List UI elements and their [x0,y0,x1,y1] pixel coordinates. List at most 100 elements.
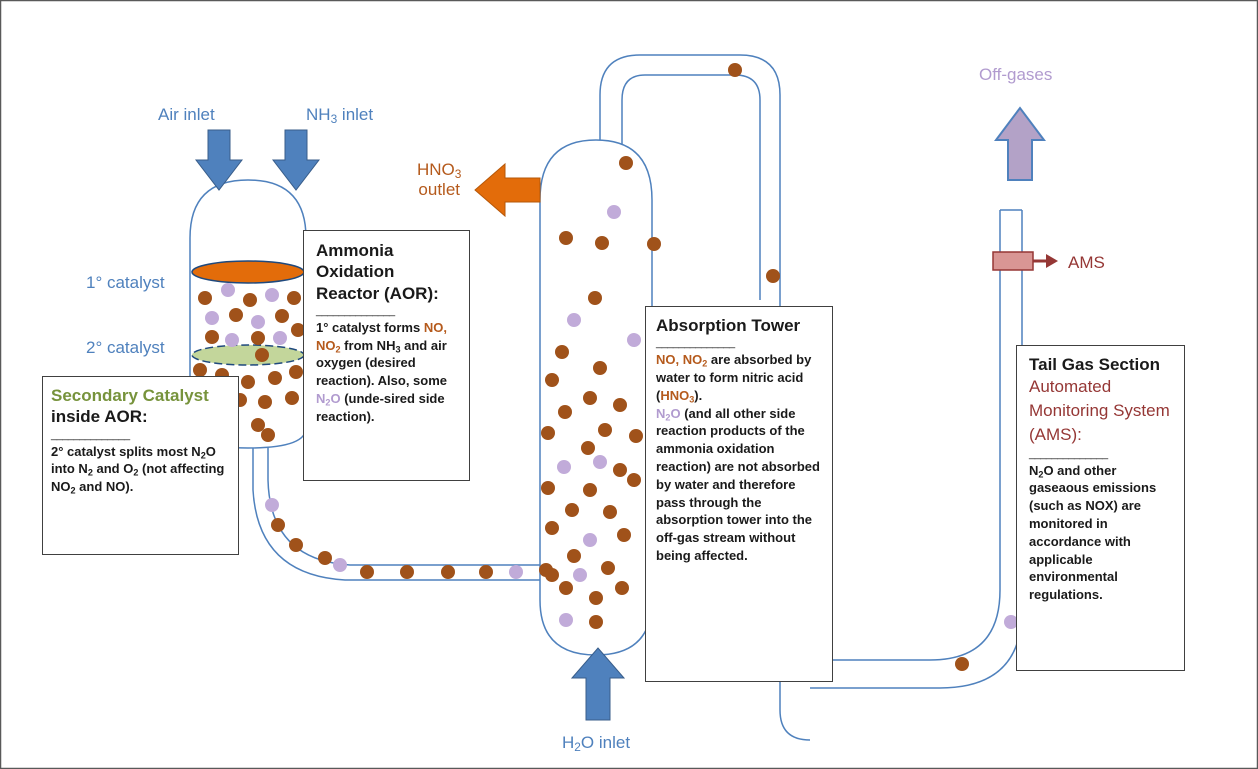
n2o-molecule-dot [265,288,279,302]
n2o-molecule-dot [221,283,235,297]
no-molecule-dot [243,293,257,307]
n2o-molecule-dot [265,498,279,512]
n2o-molecule-dot [607,205,621,219]
no-molecule-dot [275,309,289,323]
no-molecule-dot [268,371,282,385]
primary-catalyst-label: 1° catalyst [86,273,165,292]
nh3-inlet-label: NH3 inlet [306,105,374,126]
ams-label: AMS [1068,253,1105,272]
no-molecule-dot [589,615,603,629]
n2o-molecule-dot [559,613,573,627]
n2o-molecule-dot [333,558,347,572]
air-inlet-label: Air inlet [158,105,215,124]
tailgas-box-subtitle: Automated Monitoring System (AMS): [1029,377,1170,444]
secondary-catalyst-bed [191,344,305,366]
n2o-molecule-dot [251,315,265,329]
no-molecule-dot [545,568,559,582]
no-molecule-dot [229,308,243,322]
no-molecule-dot [251,331,265,345]
n2o-molecule-dot [567,313,581,327]
no-molecule-dot [583,483,597,497]
no-molecule-dot [479,565,493,579]
tail-gas-pipe-inner [810,210,1023,689]
n2o-molecule-dot [509,565,523,579]
n2o-molecule-dot [583,533,597,547]
secondary-catalyst-label: 2° catalyst [86,338,165,357]
aor-info-box: Ammonia Oxidation Reactor (AOR): _______… [303,230,470,481]
no-molecule-dot [598,423,612,437]
no-molecule-dot [619,156,633,170]
n2o-molecule-dot [593,455,607,469]
no-molecule-dot [603,505,617,519]
h2o-inlet-arrow-icon [570,647,626,721]
no-molecule-dot [441,565,455,579]
no-molecule-dot [287,291,301,305]
no-molecule-dot [193,363,207,377]
no-molecule-dot [205,330,219,344]
aor-box-title: Ammonia Oxidation Reactor (AOR): [316,241,439,303]
no-molecule-dot [318,551,332,565]
no-molecule-dot [629,429,643,443]
ams-sensor-icon [992,251,1058,271]
no-molecule-dot [559,581,573,595]
no-molecule-dot [255,348,269,362]
no-molecule-dot [360,565,374,579]
no-molecule-dot [613,398,627,412]
no-molecule-dot [595,236,609,250]
no-molecule-dot [559,231,573,245]
secondary-box-title: Secondary Catalyst [51,386,209,405]
absorption-box-title: Absorption Tower [656,316,801,335]
no-molecule-dot [627,473,641,487]
no-molecule-dot [588,291,602,305]
tailgas-box-title: Tail Gas Section [1029,355,1161,374]
off-gases-label: Off-gases [979,65,1053,84]
no-molecule-dot [258,395,272,409]
no-molecule-dot [647,237,661,251]
absorption-tower-info-box: Absorption Tower ______________ NO, NO2 … [645,306,833,682]
no-molecule-dot [285,391,299,405]
no-molecule-dot [558,405,572,419]
no-molecule-dot [555,345,569,359]
tailgas-box-rule: ______________ [1029,447,1108,460]
tailgas-box-body: N2O and other gaseaous emissions (such a… [1029,462,1157,603]
n2o-molecule-dot [1004,615,1018,629]
n2o-molecule-dot [205,311,219,325]
off-gases-arrow-icon [994,106,1046,181]
aor-box-rule: ______________ [316,304,395,317]
nh3-inlet-arrow-icon [271,129,321,191]
n2o-molecule-dot [557,460,571,474]
no-molecule-dot [728,63,742,77]
no-molecule-dot [601,561,615,575]
aor-box-body: 1° catalyst forms NO, NO2 from NH3 and a… [316,319,447,424]
no-molecule-dot [541,481,555,495]
no-molecule-dot [593,361,607,375]
no-molecule-dot [261,428,275,442]
no-molecule-dot [271,518,285,532]
air-inlet-arrow-icon [194,129,244,191]
no-molecule-dot [289,365,303,379]
no-molecule-dot [589,591,603,605]
secondary-catalyst-info-box: Secondary Catalyst inside AOR: _________… [42,376,239,555]
no-molecule-dot [955,657,969,671]
tail-gas-info-box: Tail Gas Section Automated Monitoring Sy… [1016,345,1185,671]
no-molecule-dot [565,503,579,517]
no-molecule-dot [615,581,629,595]
n2o-molecule-dot [627,333,641,347]
secondary-box-body: 2° catalyst splits most N2O into N2 and … [51,443,225,496]
aor-to-tower-pipe-inner [252,440,540,581]
no-molecule-dot [291,323,305,337]
overhead-pipe-inner [621,74,761,300]
no-molecule-dot [400,565,414,579]
no-molecule-dot [541,426,555,440]
no-molecule-dot [766,269,780,283]
no-molecule-dot [613,463,627,477]
no-molecule-dot [583,391,597,405]
n2o-molecule-dot [225,333,239,347]
secondary-box-rule: ______________ [51,428,130,441]
no-molecule-dot [545,521,559,535]
no-molecule-dot [241,375,255,389]
primary-catalyst-bed [191,260,305,284]
